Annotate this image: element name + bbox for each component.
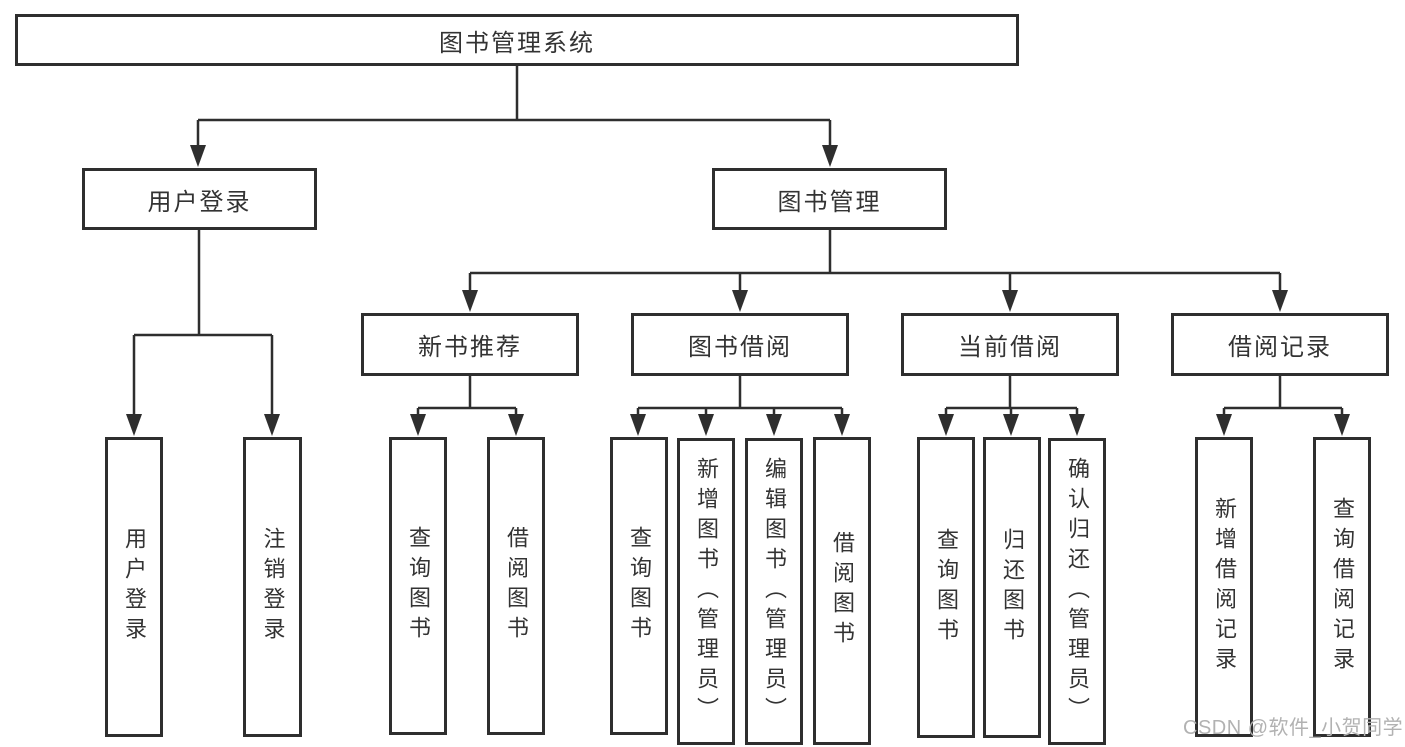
- csdn-watermark: CSDN @软件_小贺同学: [1183, 717, 1404, 739]
- arrowheads: [126, 145, 1350, 436]
- leaf-edit-books-admin: 编辑图书（管理员）: [745, 438, 803, 745]
- arrowhead: [834, 414, 850, 436]
- arrowhead: [938, 414, 954, 436]
- arrowhead: [410, 414, 426, 436]
- leaf-current-search-books: 查询图书: [917, 437, 975, 738]
- node-book-management: 图书管理: [712, 168, 947, 230]
- connector-new-book-recommend: [416, 376, 518, 418]
- node-user-login: 用户登录: [82, 168, 317, 230]
- leaf-confirm-return-admin: 确认归还（管理员）: [1048, 438, 1106, 745]
- arrowhead: [698, 414, 714, 436]
- arrowhead: [264, 414, 280, 436]
- arrowhead: [1002, 290, 1018, 312]
- leaf-borrow-books: 借阅图书: [813, 437, 871, 745]
- leaf-add-books-admin: 新增图书（管理员）: [677, 438, 735, 745]
- arrowhead: [462, 290, 478, 312]
- node-book-borrow: 图书借阅: [631, 313, 849, 376]
- node-root: 图书管理系统: [15, 14, 1019, 66]
- connector-borrow-records: [1222, 376, 1344, 418]
- arrowhead: [1216, 414, 1232, 436]
- arrowhead: [126, 414, 142, 436]
- leaf-user-login: 用户登录: [105, 437, 163, 737]
- node-borrow-records: 借阅记录: [1171, 313, 1389, 376]
- arrowhead: [1272, 290, 1288, 312]
- arrowhead: [732, 290, 748, 312]
- connector-paths: [132, 66, 1344, 418]
- arrowhead: [766, 414, 782, 436]
- connector-book-management: [468, 230, 1282, 295]
- connector-current-borrow: [944, 376, 1079, 418]
- connector-root: [196, 66, 832, 150]
- leaf-return-books: 归还图书: [983, 437, 1041, 738]
- arrowhead: [630, 414, 646, 436]
- leaf-recommend-borrow-books: 借阅图书: [487, 437, 545, 735]
- arrowhead: [508, 414, 524, 436]
- node-new-book-recommend: 新书推荐: [361, 313, 579, 376]
- arrowhead: [190, 145, 206, 167]
- arrowhead: [822, 145, 838, 167]
- leaf-borrow-search-books: 查询图书: [610, 437, 668, 735]
- arrowhead: [1003, 414, 1019, 436]
- connector-book-borrow: [636, 376, 844, 418]
- arrowhead: [1334, 414, 1350, 436]
- leaf-add-borrow-record: 新增借阅记录: [1195, 437, 1253, 737]
- node-current-borrow: 当前借阅: [901, 313, 1119, 376]
- leaf-search-borrow-record: 查询借阅记录: [1313, 437, 1371, 737]
- leaf-recommend-search-books: 查询图书: [389, 437, 447, 735]
- connector-user-login: [132, 230, 274, 418]
- leaf-logout: 注销登录: [243, 437, 302, 737]
- arrowhead: [1069, 414, 1085, 436]
